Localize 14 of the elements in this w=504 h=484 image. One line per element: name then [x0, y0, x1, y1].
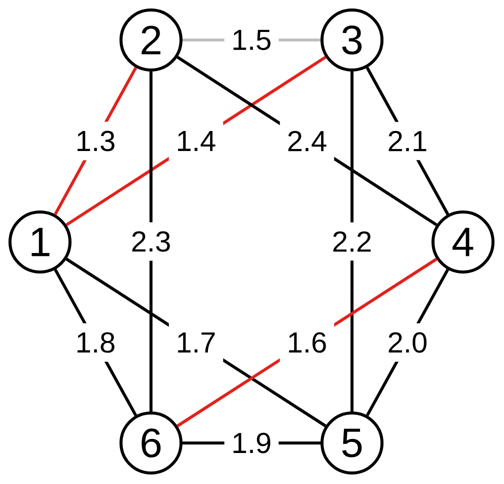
edge-line	[350, 72, 354, 412]
edge-label: 1.6	[280, 323, 334, 362]
edge-label: 2.3	[124, 222, 178, 261]
edge-line	[150, 72, 152, 412]
edge-label: 1.4	[168, 122, 224, 160]
edge-label: 1.8	[68, 323, 123, 362]
edge-label: 2.0	[380, 323, 435, 362]
edge-label: 2.2	[324, 222, 380, 261]
edge-label: 2.1	[380, 122, 435, 160]
edge-label: 1.7	[168, 324, 224, 362]
edge-label: 1.3	[68, 122, 123, 160]
edge-label: 1.9	[224, 424, 279, 462]
edge-label: 1.5	[224, 20, 279, 60]
edge-label: 2.4	[280, 122, 334, 160]
